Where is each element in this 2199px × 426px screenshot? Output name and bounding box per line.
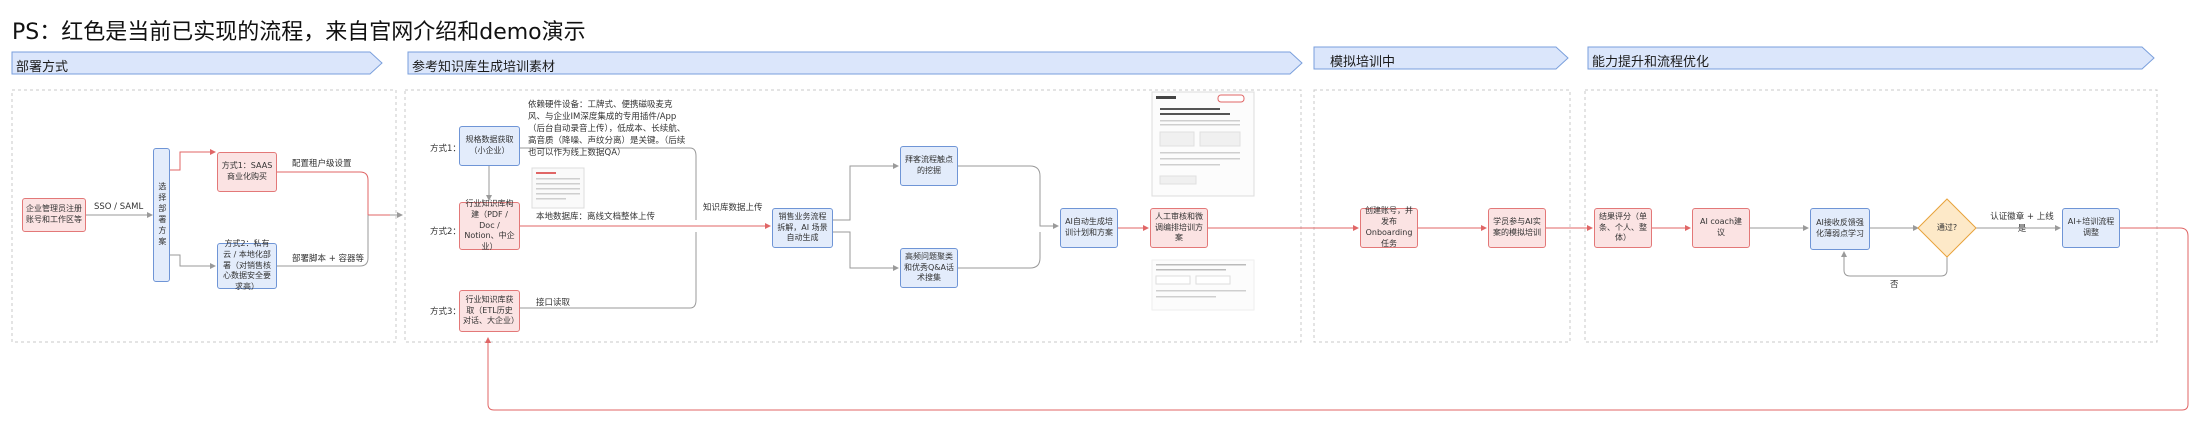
student-training-box[interactable]: 学员参与AI实案的模拟培训	[1488, 208, 1546, 248]
way3-label: 方式3：	[430, 307, 461, 317]
section-box-training	[1313, 89, 1571, 343]
cert-label: 认证徽章 + 上线是	[1990, 212, 2054, 234]
saas-deploy-box[interactable]: 方式1：SAAS商业化购买	[217, 152, 277, 192]
page-title: PS：红色是当前已实现的流程，来自官网介绍和demo演示	[12, 20, 586, 45]
ai-plan-box[interactable]: AI自动生成培训计划和方案	[1060, 208, 1118, 248]
form-thumbnail	[1151, 259, 1255, 311]
choose-deploy-box[interactable]: 选择部署方案	[153, 148, 170, 282]
create-account-box[interactable]: 创建账号，并发布 Onboarding 任务	[1360, 206, 1418, 248]
process-optimize-box[interactable]: AI+培训流程调整	[2062, 208, 2120, 248]
section-box-improve	[1584, 89, 2158, 343]
pass-decision-label: 通过?	[1936, 223, 1958, 232]
section-title-improve: 能力提升和流程优化	[1592, 55, 1710, 70]
hardware-note: 依赖硬件设备：工牌式、便携磁吸麦克风、与企业IM深度集成的专用插件/App（后台…	[528, 100, 686, 158]
touchpoint-mining-box[interactable]: 拜客流程触点的挖掘	[900, 146, 958, 186]
industry-kb-api-box[interactable]: 行业知识库获取（ETL历史对话、大企业）	[459, 290, 520, 332]
sso-label: SSO / SAML	[94, 202, 144, 212]
sales-process-box[interactable]: 销售业务流程拆解，AI 场景自动生成	[772, 208, 833, 248]
section-title-deploy: 部署方式	[16, 60, 69, 75]
section-title-training: 模拟培训中	[1330, 55, 1396, 70]
weak-point-box[interactable]: AI接收反馈强化薄弱点学习	[1810, 208, 1870, 250]
section-box-knowledge	[404, 89, 1302, 343]
section-header-training	[1313, 46, 1569, 70]
private-deploy-box[interactable]: 方式2：私有云 / 本地化部署（对销售核心数据安全要求高）	[217, 239, 277, 291]
pass-decision-diamond	[1917, 198, 1977, 258]
section-title-knowledge: 参考知识库生成培训素材	[412, 60, 556, 75]
saas-config-label: 配置租户级设置	[292, 159, 352, 169]
kb-upload-label: 知识库数据上传	[703, 203, 763, 213]
section-header-deploy	[11, 51, 383, 75]
faq-cluster-box[interactable]: 高频问题聚类和优秀Q&A话术搜集	[900, 248, 958, 288]
result-score-box[interactable]: 结果评分（单条、个人、整体）	[1594, 208, 1652, 248]
spec-data-box[interactable]: 规格数据获取（小企业）	[459, 126, 520, 166]
way1-label: 方式1：	[430, 144, 461, 154]
crm-table-thumbnail	[531, 167, 585, 209]
section-header-improve	[1587, 46, 2155, 70]
section-header-knowledge	[407, 51, 1303, 75]
start-register-box[interactable]: 企业管理员注册账号和工作区等	[22, 198, 86, 232]
section-box-deploy	[11, 89, 397, 343]
way2-label: 方式2：	[430, 227, 461, 237]
industry-kb-build-box[interactable]: 行业知识库构建（PDF / Doc / Notion、中企业）	[459, 199, 520, 251]
no-label: 否	[1890, 280, 1899, 290]
local-db-label: 本地数据库：离线文档整体上传	[536, 212, 656, 222]
api-read-label: 接口读取	[536, 298, 571, 308]
demo-page-thumbnail	[1151, 91, 1255, 197]
private-script-label: 部署脚本 + 容器等	[292, 254, 365, 264]
human-review-box[interactable]: 人工审核和微调编排培训方案	[1150, 208, 1208, 248]
ai-coach-box[interactable]: AI coach建议	[1692, 208, 1750, 248]
